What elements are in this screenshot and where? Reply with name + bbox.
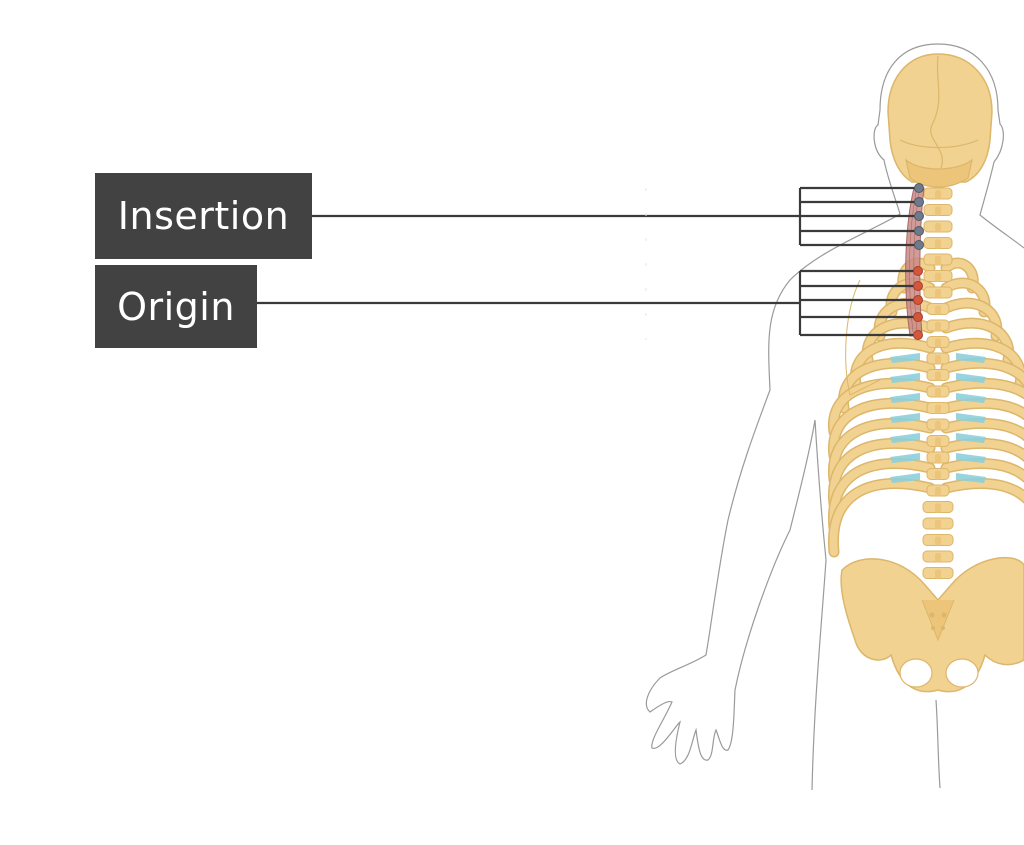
intercostal-patch — [890, 373, 920, 383]
intercostal-patch — [890, 393, 920, 403]
spinous-process — [935, 487, 941, 496]
spinous-process — [935, 454, 941, 463]
spinous-process — [935, 256, 941, 265]
spinous-process — [935, 206, 941, 216]
spinous-process — [935, 520, 941, 529]
origin-point — [913, 312, 923, 322]
rib — [942, 479, 1024, 502]
spinous-process — [935, 470, 941, 480]
spinous-process — [935, 190, 941, 199]
intercostal-patch — [956, 393, 986, 403]
intercostal-patch — [956, 413, 986, 423]
insertion-point — [914, 211, 924, 221]
intercostal-patch — [890, 413, 920, 423]
spinous-process — [935, 536, 941, 546]
leader-lines — [257, 186, 918, 337]
origin-point — [913, 330, 923, 340]
skull — [887, 53, 993, 188]
attachment-points — [913, 183, 924, 340]
rib — [942, 379, 1024, 398]
ribcage — [827, 257, 1024, 558]
origin-point — [913, 295, 923, 305]
rib-outline — [940, 478, 1024, 504]
insertion-label-text: Insertion — [117, 194, 290, 238]
origin-point — [913, 281, 923, 291]
spinous-process — [935, 421, 941, 430]
rib — [829, 379, 934, 436]
rib — [942, 399, 1024, 419]
origin-label: Origin — [95, 265, 257, 348]
spinous-process — [935, 272, 941, 282]
insertion-point — [914, 197, 924, 207]
intercostal-patch — [890, 453, 920, 463]
spinous-process — [935, 223, 941, 232]
spinous-process — [935, 569, 941, 579]
spinous-process — [935, 322, 941, 331]
spinous-process — [935, 371, 941, 381]
intercostal-patch — [890, 353, 920, 363]
spinous-process — [935, 239, 941, 249]
body-outline — [645, 43, 1024, 791]
insertion-label: Insertion — [95, 173, 312, 259]
intercostal-tissue — [890, 353, 986, 483]
rib-outline — [827, 478, 936, 558]
intercostal-patch — [890, 473, 920, 483]
intercostal-patch — [956, 453, 986, 463]
vertebral-column — [922, 187, 954, 579]
spinous-process — [935, 437, 941, 447]
rib — [942, 459, 1024, 482]
insertion-point — [914, 183, 924, 193]
rib — [829, 439, 934, 508]
rib — [942, 419, 1024, 440]
intercostal-patch — [956, 373, 986, 383]
spinous-process — [935, 338, 941, 348]
spinous-process — [935, 355, 941, 364]
scapula-outline — [845, 279, 881, 396]
spinous-process — [935, 503, 941, 513]
rib — [942, 439, 1024, 461]
origin-point — [913, 266, 923, 276]
spinous-process — [935, 553, 941, 562]
intercostal-patch — [956, 473, 986, 483]
rib — [829, 419, 934, 484]
spinous-process — [935, 404, 941, 414]
insertion-point — [914, 240, 924, 250]
rib — [942, 359, 1024, 386]
insertion-point — [914, 226, 924, 236]
intercostal-patch — [890, 433, 920, 443]
intercostal-patch — [956, 353, 986, 363]
spinous-process — [935, 289, 941, 298]
intercostal-patch — [956, 433, 986, 443]
origin-label-text: Origin — [117, 284, 235, 329]
spinous-process — [935, 388, 941, 397]
rib — [829, 399, 934, 460]
pelvis — [840, 557, 1024, 693]
spinous-process — [935, 305, 941, 315]
rib — [829, 479, 934, 556]
